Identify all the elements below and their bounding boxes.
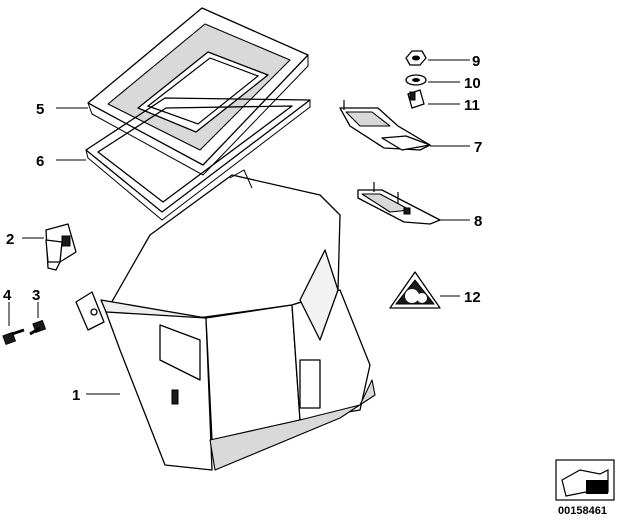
arrow-symbol-icon	[555, 459, 615, 501]
callout-1: 1	[72, 387, 80, 404]
part-9-nut	[405, 50, 427, 66]
callout-9: 9	[472, 53, 480, 70]
part-11-clip	[407, 89, 425, 109]
callout-7: 7	[474, 139, 482, 156]
callout-8: 8	[474, 213, 482, 230]
callout-4: 4	[3, 287, 12, 304]
part-4-screw	[2, 328, 25, 346]
callout-10: 10	[464, 75, 481, 92]
callout-11: 11	[464, 97, 480, 114]
part-7-bracket	[339, 100, 431, 151]
callout-5: 5	[36, 101, 44, 118]
callout-6: 6	[36, 153, 44, 170]
part-6-gasket	[85, 97, 311, 221]
callout-3: 3	[32, 287, 40, 304]
part-2-bracket	[45, 223, 77, 271]
image-code: 00158461	[558, 505, 607, 517]
part-3-screw	[29, 319, 47, 336]
leader-lines	[8, 59, 470, 395]
callout-12: 12	[464, 289, 481, 306]
part-12-warning-label	[389, 271, 441, 309]
part-8-bracket	[357, 182, 441, 225]
part-5-trim-frame	[87, 7, 309, 176]
callout-2: 2	[6, 231, 14, 248]
part-10-washer	[405, 74, 427, 86]
part-1-console-box	[75, 169, 376, 471]
